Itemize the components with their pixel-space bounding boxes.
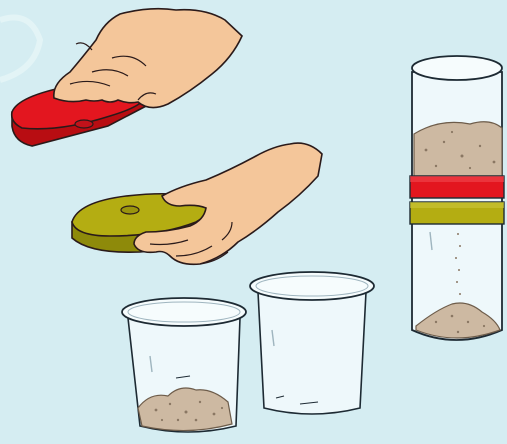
empty-beaker: [250, 272, 374, 414]
sand-top-layer: [414, 122, 502, 176]
beaker-with-sand: [122, 298, 246, 432]
sieve-column-tube: [410, 56, 504, 340]
